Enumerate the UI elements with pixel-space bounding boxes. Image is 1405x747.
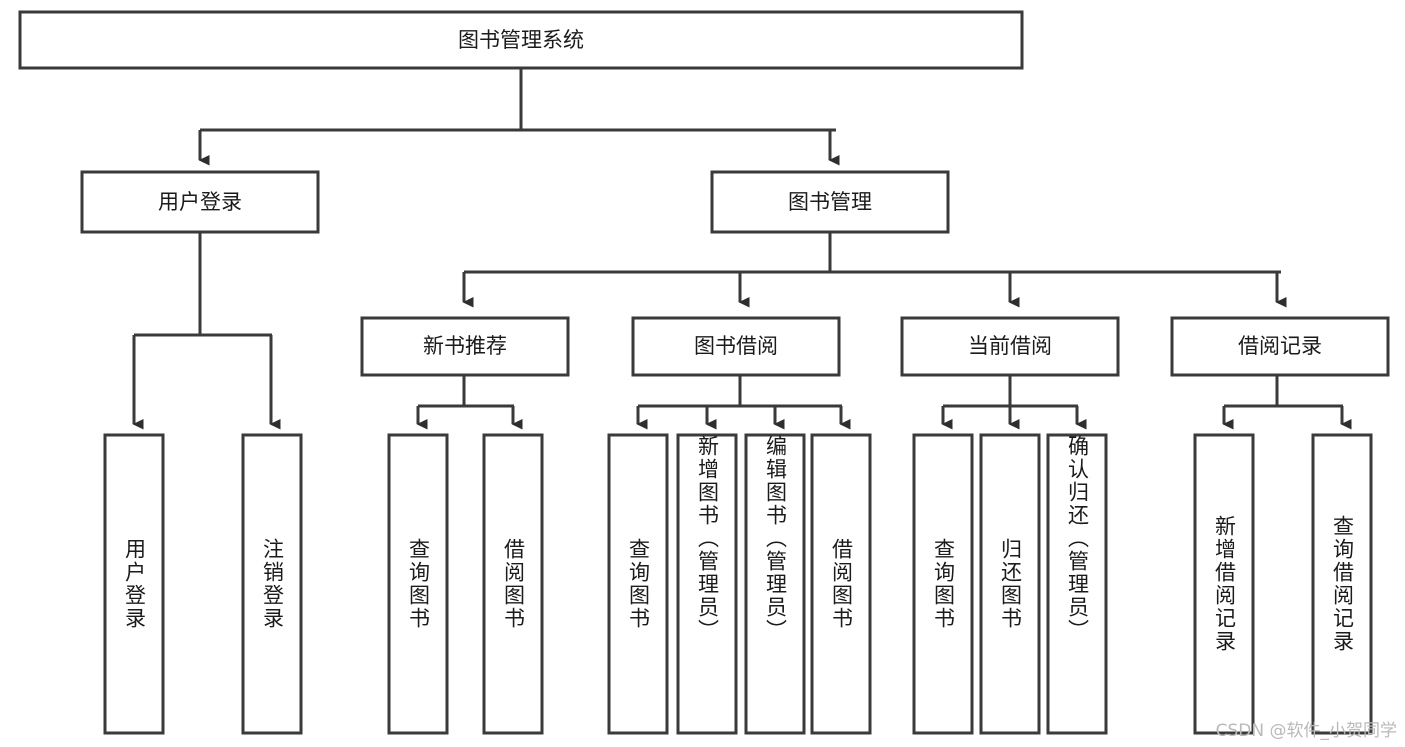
node-root-system[interactable]: 图书管理系统 [18,10,1024,70]
leaf-box-bb-edit[interactable] [744,433,806,735]
node-new-book-recommend[interactable]: 新书推荐 [360,316,570,377]
node-user-login-label: 用户登录 [158,190,242,214]
node-borrow-record-label: 借阅记录 [1238,334,1322,358]
node-book-borrow-label: 图书借阅 [694,334,778,358]
node-book-management-label: 图书管理 [788,190,872,214]
node-root-system-label: 图书管理系统 [458,28,584,52]
node-borrow-record[interactable]: 借阅记录 [1170,316,1390,377]
node-book-borrow[interactable]: 图书借阅 [631,316,841,377]
node-current-borrow[interactable]: 当前借阅 [900,316,1120,377]
leaf-box-nb-query[interactable] [387,433,449,735]
node-current-borrow-label: 当前借阅 [968,334,1052,358]
connector-borrow-record-to-leaves [1222,375,1352,430]
leaf-box-nb-borrow[interactable] [482,433,544,735]
leaf-box-user-logout[interactable] [241,433,303,735]
leaf-box-cb-query[interactable] [912,433,974,735]
node-book-management[interactable]: 图书管理 [710,170,950,234]
leaf-box-group [103,433,1373,735]
node-user-login[interactable]: 用户登录 [80,170,320,234]
connector-book-borrow-to-leaves [636,375,851,430]
leaf-box-bb-add[interactable] [676,433,738,735]
leaf-box-cb-return[interactable] [979,433,1041,735]
connector-root-to-level2 [198,68,840,166]
leaf-box-cb-confirm[interactable] [1046,433,1108,735]
leaf-box-user-login[interactable] [103,433,165,735]
csdn-watermark: CSDN @软件_小贺同学 [1215,721,1397,741]
connector-current-borrow-to-leaves [941,375,1087,430]
leaf-box-br-add[interactable] [1193,433,1255,735]
leaf-box-bb-query[interactable] [607,433,669,735]
leaf-box-br-query[interactable] [1311,433,1373,735]
connector-new-book-to-leaves [416,375,523,430]
connector-book-mgmt-to-level3 [462,232,1287,308]
node-new-book-recommend-label: 新书推荐 [423,334,507,358]
connector-user-login-to-leaves [132,232,281,430]
leaf-box-bb-borrow[interactable] [810,433,872,735]
